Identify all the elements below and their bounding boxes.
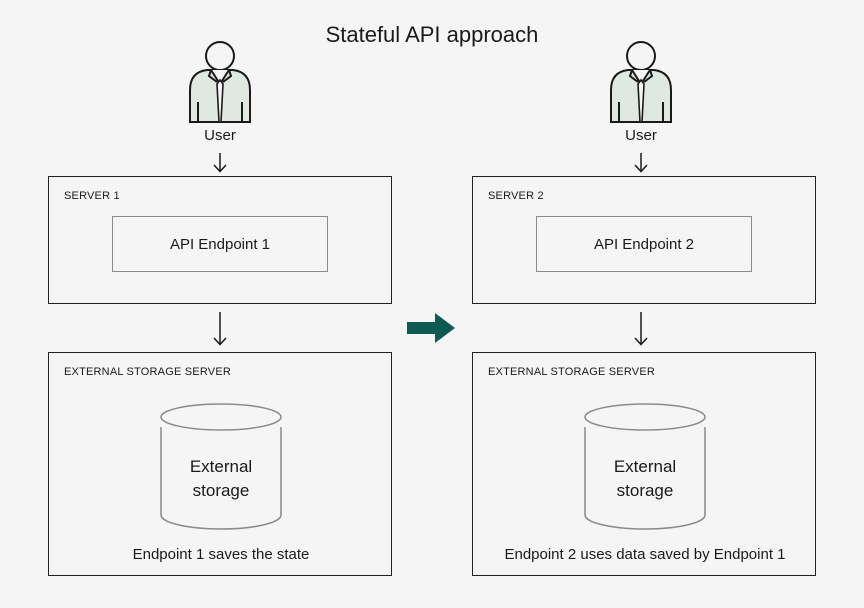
database-cylinder-icon bbox=[584, 403, 706, 530]
user-icon bbox=[610, 41, 672, 123]
external-storage-server-2-box: EXTERNAL STORAGE SERVER External storage… bbox=[472, 352, 816, 576]
arrow-down-icon bbox=[213, 153, 227, 173]
storage-label: External storage bbox=[585, 455, 705, 503]
storage-label-line1: External bbox=[189, 457, 253, 476]
user-label: User bbox=[625, 127, 657, 144]
storage-label-line2: storage bbox=[192, 481, 250, 500]
server-2-box: SERVER 2 API Endpoint 2 bbox=[472, 176, 816, 304]
api-endpoint-2: API Endpoint 2 bbox=[536, 216, 752, 272]
storage-server-label: EXTERNAL STORAGE SERVER bbox=[64, 366, 232, 378]
user-label: User bbox=[204, 127, 236, 144]
diagram-title: Stateful API approach bbox=[325, 22, 539, 47]
caption: Endpoint 1 saves the state bbox=[132, 546, 310, 563]
api-endpoint-1: API Endpoint 1 bbox=[112, 216, 328, 272]
storage-label: External storage bbox=[161, 455, 281, 503]
user-icon bbox=[189, 41, 251, 123]
external-storage-server-1-box: EXTERNAL STORAGE SERVER External storage… bbox=[48, 352, 392, 576]
server-1-box: SERVER 1 API Endpoint 1 bbox=[48, 176, 392, 304]
server-label: SERVER 2 bbox=[488, 190, 544, 202]
arrow-down-icon bbox=[213, 312, 227, 346]
storage-label-line1: External bbox=[613, 457, 677, 476]
arrow-right-icon bbox=[407, 313, 455, 343]
server-label: SERVER 1 bbox=[64, 190, 120, 202]
caption: Endpoint 2 uses data saved by Endpoint 1 bbox=[504, 546, 786, 563]
database-cylinder-icon bbox=[160, 403, 282, 530]
arrow-down-icon bbox=[634, 153, 648, 173]
storage-label-line2: storage bbox=[616, 481, 674, 500]
storage-server-label: EXTERNAL STORAGE SERVER bbox=[488, 366, 656, 378]
arrow-down-icon bbox=[634, 312, 648, 346]
